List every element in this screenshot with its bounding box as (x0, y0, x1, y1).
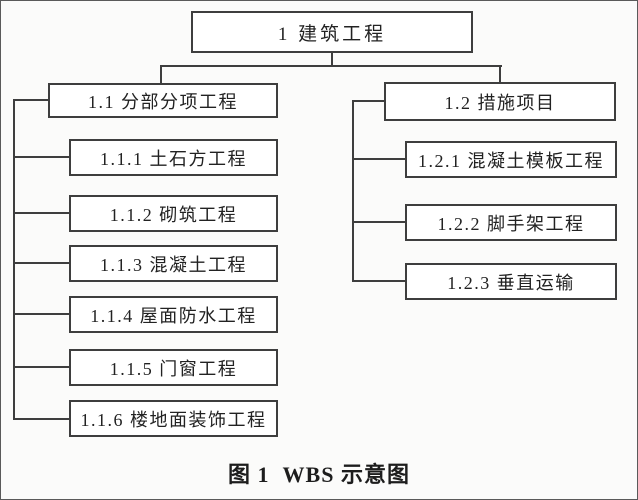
connector-branch1-trunk (13, 99, 15, 420)
connector-level1-rail (160, 65, 502, 67)
connector-branch1-head-stub (13, 99, 49, 101)
wbs-node-1-2: 1.2 措施项目 (384, 82, 616, 121)
connector-root-stem (331, 53, 333, 67)
wbs-node-1-1-4: 1.1.4 屋面防水工程 (69, 296, 278, 333)
connector-branch1-drop (160, 65, 162, 85)
wbs-node-root: 1 建筑工程 (191, 11, 473, 53)
connector-stub-1-1-5 (13, 366, 70, 368)
connector-stub-1-1-6 (13, 418, 70, 420)
connector-stub-1-2-1 (352, 158, 406, 160)
wbs-node-1-1-2: 1.1.2 砌筑工程 (69, 195, 278, 232)
wbs-node-1-1-5: 1.1.5 门窗工程 (69, 349, 278, 386)
connector-stub-1-1-1 (13, 156, 70, 158)
wbs-node-1-2-3: 1.2.3 垂直运输 (405, 263, 617, 300)
connector-branch2-trunk (352, 100, 354, 282)
figure-caption: 图 1 WBS 示意图 (228, 462, 410, 487)
wbs-node-1-2-2: 1.2.2 脚手架工程 (405, 204, 617, 241)
connector-stub-1-2-2 (352, 221, 406, 223)
connector-branch2-head-stub (352, 100, 385, 102)
connector-stub-1-1-3 (13, 262, 70, 264)
connector-stub-1-1-2 (13, 212, 70, 214)
wbs-node-1-1: 1.1 分部分项工程 (48, 83, 278, 118)
connector-stub-1-2-3 (352, 280, 406, 282)
wbs-node-1-2-1: 1.2.1 混凝土模板工程 (405, 141, 617, 178)
connector-branch2-drop (499, 65, 501, 84)
wbs-node-1-1-3: 1.1.3 混凝土工程 (69, 245, 278, 282)
wbs-node-1-1-6: 1.1.6 楼地面装饰工程 (69, 400, 278, 437)
wbs-node-1-1-1: 1.1.1 土石方工程 (69, 139, 278, 176)
connector-stub-1-1-4 (13, 313, 70, 315)
